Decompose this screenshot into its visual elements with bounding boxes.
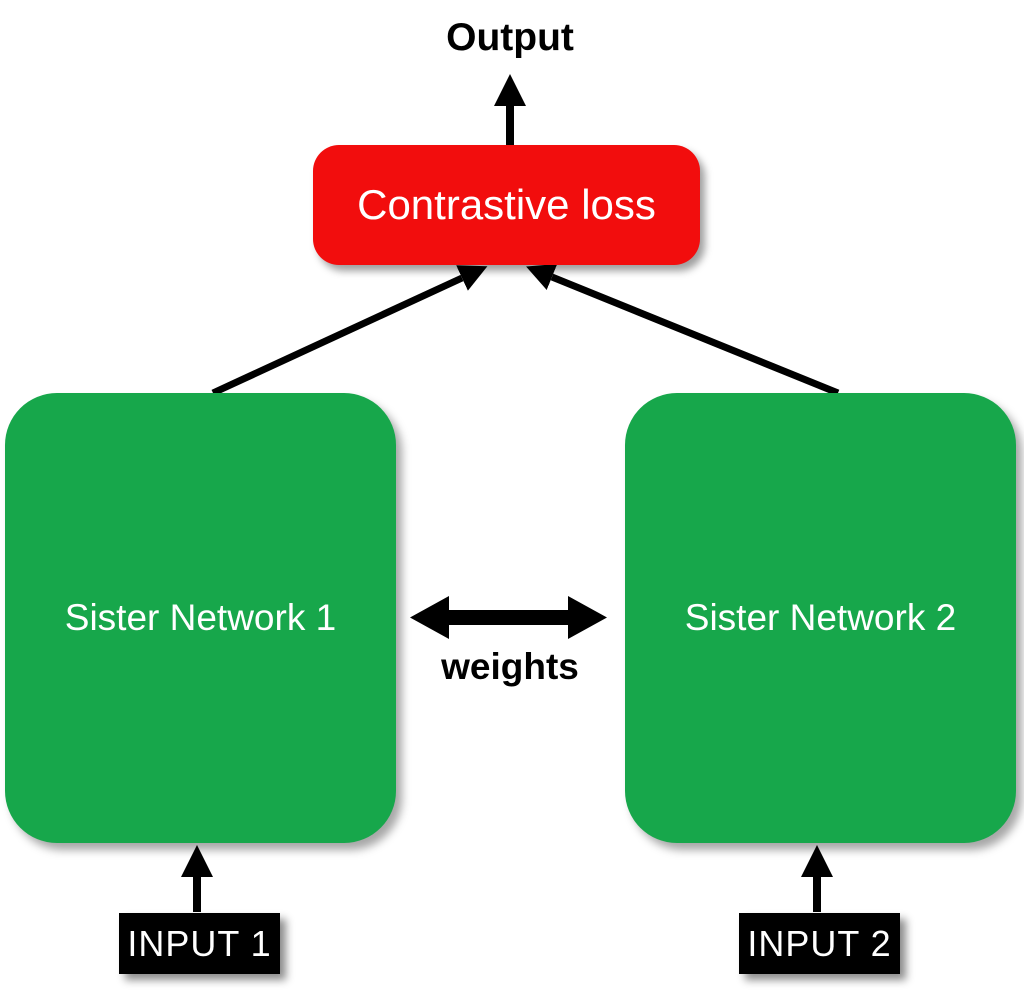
sister-network-1-node: Sister Network 1	[5, 393, 396, 843]
sister-network-2-node: Sister Network 2	[625, 393, 1016, 843]
sister2-to-loss-arrow	[526, 264, 840, 397]
input-1-label: INPUT 1	[127, 922, 272, 964]
contrastive-loss-node: Contrastive loss	[313, 145, 700, 265]
output-label: Output	[446, 16, 574, 59]
weights-label: weights	[441, 646, 579, 687]
input-2-node: INPUT 2	[739, 913, 900, 974]
sister-network-1-label: Sister Network 1	[64, 597, 337, 638]
sister1-to-loss-arrow	[211, 265, 488, 397]
input-1-node: INPUT 1	[119, 913, 280, 974]
input-2-label: INPUT 2	[747, 922, 892, 964]
shared-weights-arrow	[410, 596, 607, 639]
contrastive-loss-label: Contrastive loss	[357, 181, 656, 228]
sister-network-2-label: Sister Network 2	[684, 597, 957, 638]
